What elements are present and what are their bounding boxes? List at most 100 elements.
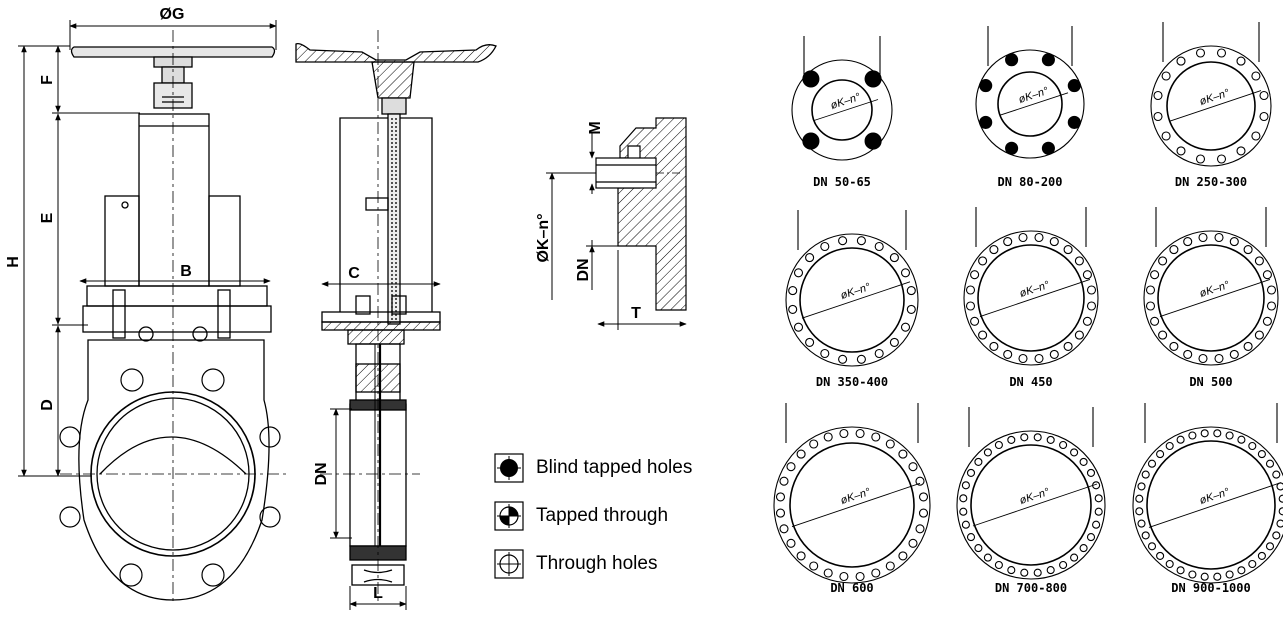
bolt-hole [1259, 111, 1269, 122]
diameter-leader [1159, 279, 1271, 317]
bolt-hole [1003, 349, 1013, 359]
bolt-hole [775, 492, 786, 502]
bolt-hole [1254, 256, 1264, 266]
dim-m: M [587, 121, 604, 134]
legend-row-through: Through holes [494, 540, 734, 588]
bolt-hole [1183, 237, 1193, 247]
bolt-hole [809, 439, 819, 449]
bolt-hole [961, 520, 970, 529]
bolt-hole [820, 348, 830, 359]
bolt-hole [1141, 470, 1150, 479]
flange-outer-ring [1143, 230, 1279, 366]
bolt-hole [966, 468, 976, 477]
bolt-hole [1141, 531, 1150, 540]
flange-diameter-label: øK–n° [1017, 85, 1050, 106]
bolt-hole [1150, 316, 1160, 326]
bolt-hole [1067, 79, 1081, 93]
bolt-hole [1161, 71, 1171, 81]
bolt-hole [1262, 270, 1272, 280]
dim-c: C [348, 265, 360, 282]
bolt-hole [796, 551, 806, 561]
bolt-hole [1005, 141, 1019, 155]
bolt-hole [1272, 470, 1281, 479]
bolt-hole [900, 268, 911, 278]
through-hole-icon [494, 549, 524, 579]
bolt-hole [885, 439, 895, 449]
bolt-hole [793, 268, 804, 278]
dim-g: ØG [160, 6, 185, 23]
bolt-hole [1237, 566, 1246, 575]
flange-pattern [975, 26, 1085, 159]
bolt-hole [779, 524, 789, 534]
flange-diameter-label: øK–n° [1018, 279, 1051, 300]
flange-pattern [963, 207, 1099, 366]
bolt-hole [1188, 570, 1197, 579]
bolt-hole [1216, 154, 1227, 164]
side-view [295, 30, 497, 605]
flange-size-label: DN 50-65 [813, 175, 871, 189]
bolt-hole [974, 544, 983, 553]
dim-l: L [373, 585, 383, 602]
hole-legend: Blind tapped holes Tapped through Throug… [494, 444, 734, 588]
bolt-hole [779, 476, 789, 486]
flange-pattern [785, 210, 919, 367]
flange-bore [1157, 244, 1265, 352]
bolt-hole [1156, 551, 1165, 560]
bolt-hole [802, 132, 820, 150]
bolt-hole [1020, 568, 1029, 577]
flange-bore [977, 244, 1085, 352]
bolt-hole [1059, 440, 1068, 450]
bolt-hole [1041, 141, 1055, 155]
bolt-hole [820, 241, 830, 252]
bolt-hole [983, 553, 992, 562]
bolt-hole [1007, 566, 1016, 575]
flange-size-label: DN 350-400 [816, 375, 888, 389]
bolt-hole [786, 538, 796, 548]
flange-bore [811, 79, 873, 141]
bolt-hole [959, 507, 968, 516]
bolt-hole [1257, 551, 1266, 560]
bolt-hole [889, 337, 899, 347]
bolt-hole [1153, 90, 1163, 101]
flange-outer-ring [956, 430, 1106, 580]
legend-label-through: Through holes [536, 553, 658, 574]
bolt-hole [1266, 285, 1277, 295]
bolt-hole [1278, 507, 1283, 516]
flange-diameter-label: øK–n° [839, 486, 872, 507]
bolt-hole [823, 432, 833, 442]
bolt-hole [1067, 115, 1081, 129]
handwheel [70, 46, 276, 58]
bolt-hole [908, 538, 918, 548]
bolt-hole [802, 70, 820, 88]
bolt-hole [1137, 519, 1146, 528]
bolt-hole [1033, 433, 1042, 442]
bolt-hole [906, 304, 916, 314]
bolt-hole [1225, 570, 1234, 579]
dim-k: ØK–n° [535, 213, 552, 262]
bolt-hole [788, 286, 798, 296]
flange-outer-ring [1132, 426, 1283, 584]
bolt-hole [908, 462, 918, 472]
flange-outer-ring [785, 233, 919, 367]
bolt-hole [1086, 285, 1097, 295]
bolt-hole [900, 322, 911, 332]
bolt-hole [1003, 237, 1013, 247]
bolt-hole [898, 551, 908, 561]
bolt-hole [1070, 553, 1079, 562]
flange-pattern [1132, 403, 1283, 584]
diameter-leader [1148, 482, 1282, 528]
bolt-hole [994, 440, 1003, 450]
diameter-leader [791, 482, 921, 528]
flange-bore [970, 444, 1092, 566]
flange-bore [997, 71, 1063, 137]
bolt-hole [1158, 330, 1168, 340]
bolt-hole [979, 79, 993, 93]
bolt-hole [1198, 232, 1208, 243]
bolt-hole [1243, 341, 1253, 351]
bolt-hole [1161, 131, 1171, 141]
bolt-hole [805, 253, 815, 263]
flange-diameter-label: øK–n° [829, 91, 862, 112]
bolt-hole [1265, 542, 1275, 551]
bolt-hole [1265, 459, 1275, 468]
bolt-hole [1272, 531, 1281, 540]
